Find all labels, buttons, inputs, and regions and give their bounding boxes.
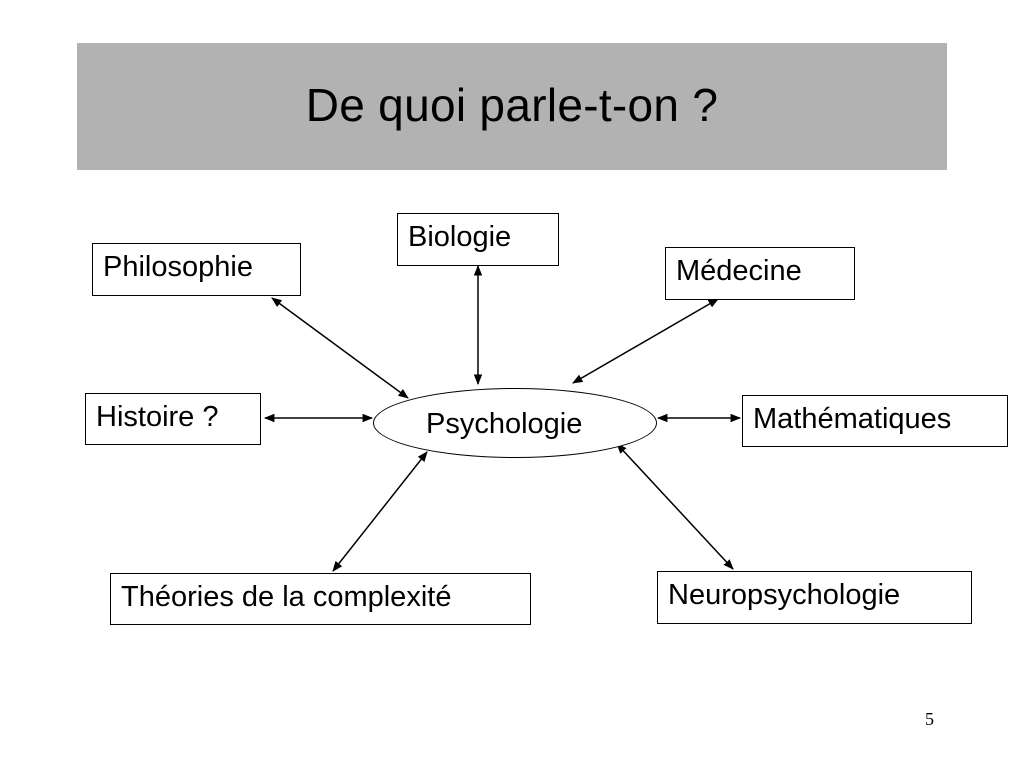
center-node-label: Psychologie xyxy=(426,408,583,440)
node-mathematiques: Mathématiques xyxy=(742,395,1008,447)
title-bar: De quoi parle-t-on ? xyxy=(77,43,947,170)
node-histoire: Histoire ? xyxy=(85,393,261,445)
arrow-theories xyxy=(332,451,428,572)
node-neuropsychologie: Neuropsychologie xyxy=(657,571,972,624)
page-number: 5 xyxy=(925,709,934,729)
slide-title: De quoi parle-t-on ? xyxy=(305,78,719,131)
node-medecine: Médecine xyxy=(665,247,855,300)
center-node-ellipse xyxy=(373,388,657,458)
arrow-philosophie xyxy=(271,297,409,399)
arrow-neuropsychologie xyxy=(616,443,734,570)
node-philosophie: Philosophie xyxy=(92,243,301,296)
node-theories-complexite: Théories de la complexité xyxy=(110,573,531,625)
node-biologie: Biologie xyxy=(397,213,559,266)
arrow-medecine xyxy=(572,298,719,384)
